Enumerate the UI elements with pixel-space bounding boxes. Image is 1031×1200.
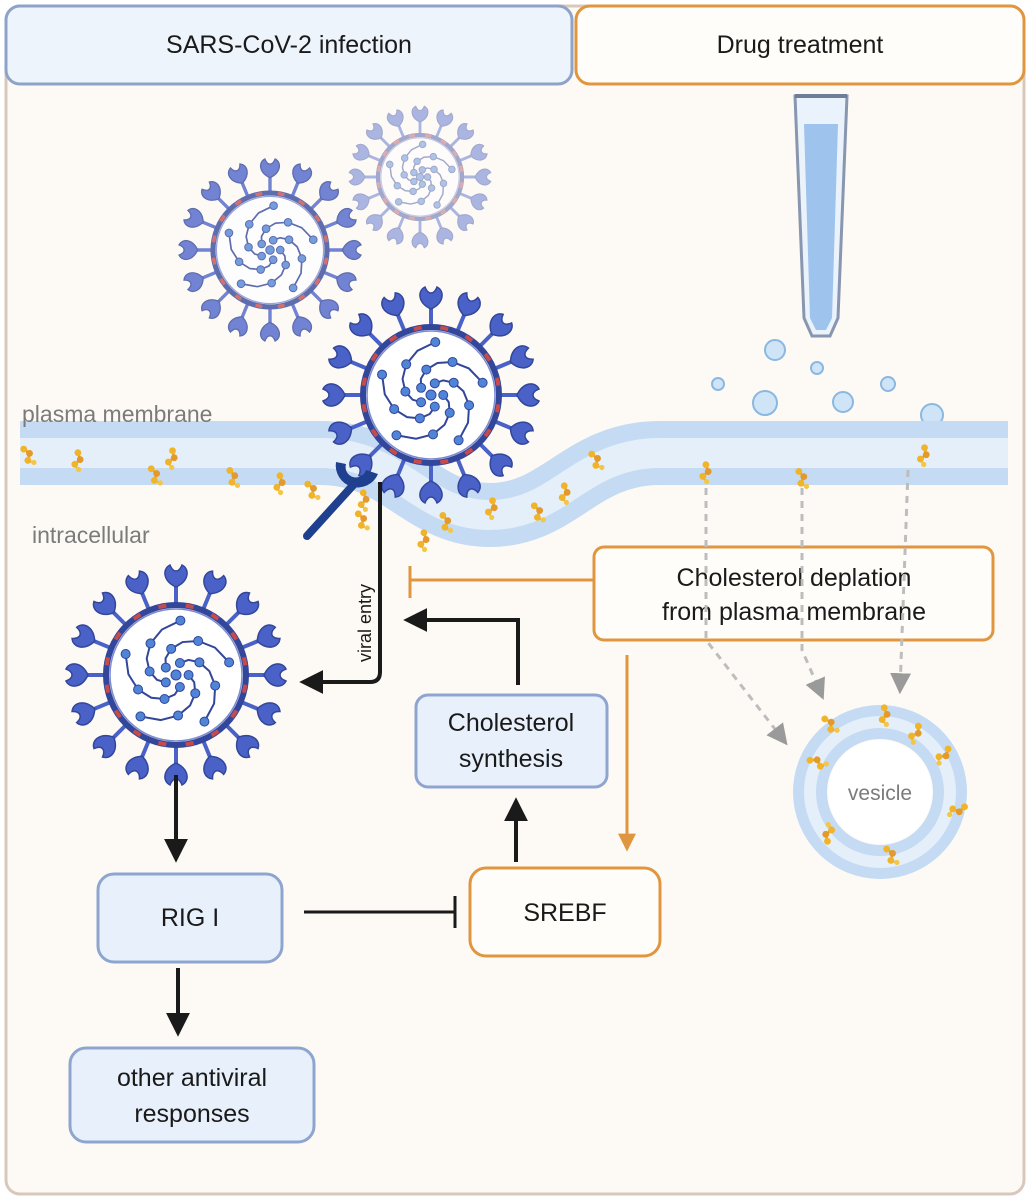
header-infection-box [4, 4, 574, 86]
rig-box [96, 872, 284, 964]
viral-entry-arrow [299, 482, 382, 694]
cholesterol-depletion-line2: from plasma membrane [662, 598, 926, 626]
cholesterol-synthesis-box [414, 693, 609, 789]
cholesterol-dashed-arrow-1 [704, 488, 788, 746]
vesicle-cholesterol-icons [806, 704, 968, 866]
header-drug-label: Drug treatment [717, 31, 884, 59]
cholesterol-dashed-arrow-3 [890, 469, 912, 695]
cholesterol-synthesis-line2: synthesis [459, 745, 563, 773]
srebf-label: SREBF [523, 899, 606, 927]
pipette-icon [793, 94, 849, 338]
header-infection-label: SARS-CoV-2 infection [166, 31, 412, 59]
antiviral-line2: responses [134, 1100, 249, 1128]
rig-label: RIG I [161, 904, 219, 932]
viral-entry-label: viral entry [355, 584, 375, 662]
cholesterol-dashed-arrow-2 [800, 488, 825, 700]
plasma-membrane-label: plasma membrane [22, 401, 212, 427]
header-drug-box [574, 4, 1026, 86]
vesicle-label: vesicle [848, 782, 912, 805]
srebf-box [468, 866, 662, 958]
drug-droplets-icon [711, 339, 944, 427]
synthesis-to-entry-arrow [403, 608, 520, 685]
cholesterol-depletion-line1: Cholesterol deplation [677, 564, 912, 592]
receptor-icon [303, 462, 378, 540]
virus-approaching-icon [178, 158, 362, 342]
membrane-cholesterol-icons [20, 444, 930, 553]
intracellular-label: intracellular [32, 522, 150, 548]
virus-intracellular-icon [64, 563, 288, 787]
virus-entering-icon [321, 285, 541, 505]
antiviral-line1: other antiviral [117, 1064, 267, 1092]
virus-faded-icon [348, 105, 492, 249]
cholesterol-depletion-box [592, 545, 995, 642]
antiviral-box [68, 1046, 316, 1144]
cholesterol-synthesis-line1: Cholesterol [448, 709, 574, 737]
